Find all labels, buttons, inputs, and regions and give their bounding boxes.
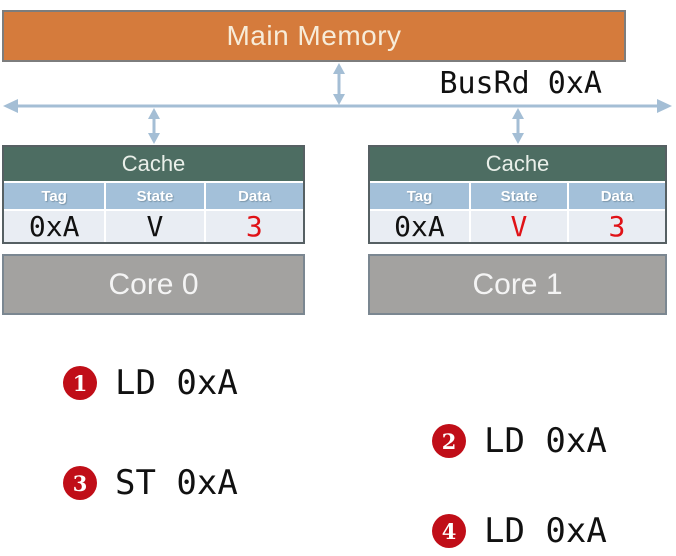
step-2-operation: LD 0xA: [484, 421, 607, 461]
step-4: 4 LD 0xA: [432, 511, 607, 551]
core0-label: Core 0: [108, 267, 199, 301]
cache0-title: Cache: [4, 147, 303, 183]
cache0-state-value: V: [106, 210, 206, 243]
step-2: 2 LD 0xA: [432, 421, 607, 461]
cache1-tag-value: 0xA: [370, 210, 471, 243]
cache0-col-data: Data: [205, 183, 303, 209]
memory-bus-arrow-icon: [333, 63, 345, 105]
cache1-col-state: State: [470, 183, 569, 209]
main-memory-label: Main Memory: [226, 20, 402, 51]
cache1-col-tag: Tag: [370, 183, 471, 209]
cache0-data-value: 3: [245, 210, 263, 243]
cache1-entry-row: 0xA V 3: [370, 209, 665, 243]
cache1-table: Cache Tag State Data 0xA V 3: [368, 145, 667, 244]
bus-line-arrow-icon: [3, 99, 672, 113]
cache0-col-tag: Tag: [4, 183, 107, 209]
cache1-data-value: 3: [608, 210, 626, 243]
step-1: 1 LD 0xA: [63, 363, 238, 403]
step-3-operation: ST 0xA: [115, 463, 238, 503]
cache0-table: Cache Tag State Data 0xA V 3: [2, 145, 305, 244]
cache1-column-headers: Tag State Data: [370, 183, 665, 209]
step-4-operation: LD 0xA: [484, 511, 607, 551]
cache1-col-data: Data: [568, 183, 665, 209]
core1-block: Core 1: [368, 254, 667, 315]
step-4-badge: 4: [432, 514, 466, 548]
cache1-title: Cache: [370, 147, 665, 183]
step-2-badge: 2: [432, 424, 466, 458]
cache1-title-label: Cache: [485, 151, 550, 176]
cache0-entry-row: 0xA V 3: [4, 209, 303, 243]
cache0-col-state: State: [106, 183, 206, 209]
cache0-column-headers: Tag State Data: [4, 183, 303, 209]
cache0-bus-arrow-icon: [148, 108, 160, 144]
cache0-title-label: Cache: [121, 151, 186, 176]
main-memory-block: Main Memory: [2, 10, 626, 62]
step-3: 3 ST 0xA: [63, 463, 238, 503]
cache0-tag-value: 0xA: [4, 210, 107, 243]
step-1-operation: LD 0xA: [115, 363, 238, 403]
step-1-badge: 1: [63, 366, 97, 400]
bus-transaction-label: BusRd 0xA: [439, 66, 602, 101]
step-3-badge: 3: [63, 466, 97, 500]
cache1-state-value: V: [471, 210, 569, 243]
cache1-bus-arrow-icon: [512, 108, 524, 144]
core1-label: Core 1: [472, 267, 563, 301]
core0-block: Core 0: [2, 254, 305, 315]
